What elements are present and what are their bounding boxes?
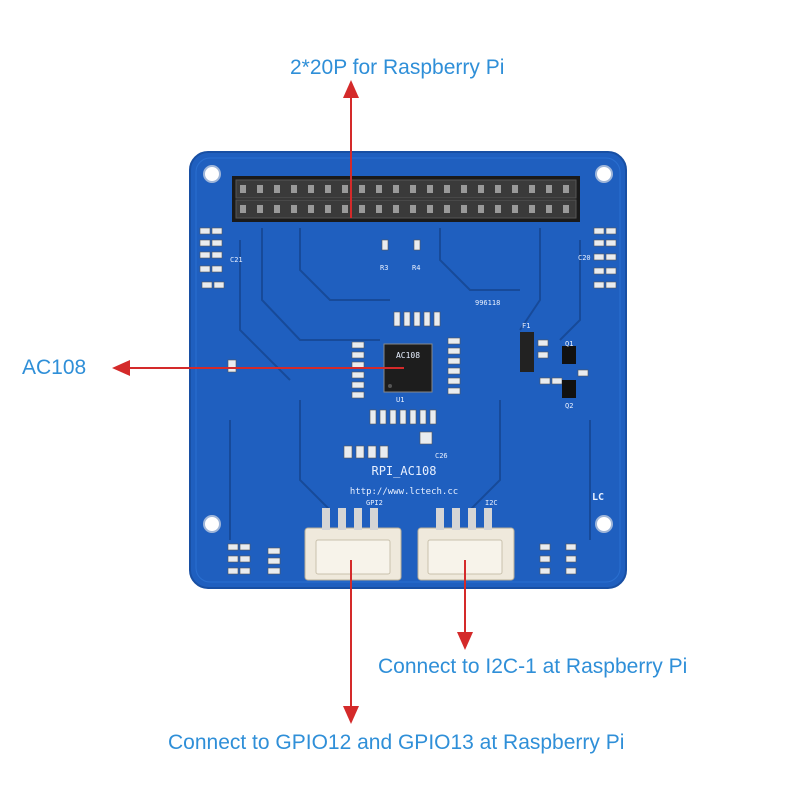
smd-components: [199, 227, 617, 575]
ref-c20: C20: [578, 254, 591, 262]
header-pin: [512, 205, 518, 213]
header-pin: [529, 185, 535, 193]
header-pin: [546, 205, 552, 213]
header-pin: [291, 205, 297, 213]
header-pin: [461, 205, 467, 213]
chip-marking: AC108: [396, 351, 420, 360]
header-pin: [342, 185, 348, 193]
header-callout-label: 2*20P for Raspberry Pi: [290, 56, 505, 79]
mounting-holes: [203, 165, 613, 533]
board-code: 996118: [475, 299, 500, 307]
fuse-and-transistors: [520, 332, 576, 398]
header-pin: [512, 185, 518, 193]
header-pin: [444, 185, 450, 193]
i2c-connector: [417, 508, 515, 581]
header-pin: [529, 205, 535, 213]
header-pin: [325, 185, 331, 193]
ref-c26: C26: [435, 452, 448, 460]
gpio-connector: [304, 508, 402, 581]
header-pin: [495, 185, 501, 193]
header-pin: [563, 185, 569, 193]
i2c-callout-label: Connect to I2C-1 at Raspberry Pi: [378, 655, 688, 678]
header-pin: [563, 205, 569, 213]
header-pin: [359, 185, 365, 193]
header-pin: [376, 185, 382, 193]
pcb-traces: [229, 228, 591, 540]
pcb-board-edge: [195, 157, 621, 583]
gpio-callout-label: Connect to GPIO12 and GPIO13 at Raspberr…: [168, 731, 625, 754]
header-pin: [274, 205, 280, 213]
i2c-connector-label: I2C: [485, 499, 498, 507]
header-pin: [393, 205, 399, 213]
header-pin: [410, 185, 416, 193]
header-pin: [308, 205, 314, 213]
header-pin: [274, 185, 280, 193]
header-pin: [240, 205, 246, 213]
gpio-pin-header: [232, 176, 580, 222]
chip-callout-label: AC108: [22, 356, 87, 379]
header-pin: [478, 205, 484, 213]
ref-q2: Q2: [565, 402, 573, 410]
header-pin: [495, 205, 501, 213]
header-pin: [427, 185, 433, 193]
header-pin: [461, 185, 467, 193]
board-url: http://www.lctech.cc: [350, 487, 458, 497]
header-pin: [325, 205, 331, 213]
header-pin: [342, 205, 348, 213]
ref-r4: R4: [412, 264, 420, 272]
header-pin: [427, 205, 433, 213]
header-pin: [257, 205, 263, 213]
header-pin: [257, 185, 263, 193]
header-pin: [359, 205, 365, 213]
board-logo: LC: [592, 492, 604, 503]
header-pin: [308, 185, 314, 193]
ref-c21: C21: [230, 256, 243, 264]
ref-r3: R3: [380, 264, 388, 272]
ref-q1: Q1: [565, 340, 573, 348]
ref-u1: U1: [396, 396, 404, 404]
header-pin: [393, 185, 399, 193]
header-pin: [478, 185, 484, 193]
header-pin: [291, 185, 297, 193]
header-pin: [376, 205, 382, 213]
board-name: RPI_AC108: [371, 464, 436, 478]
header-pin: [410, 205, 416, 213]
gpio-connector-label: GPI2: [366, 499, 383, 507]
ref-f1: F1: [522, 322, 530, 330]
header-pin: [240, 185, 246, 193]
header-pin: [546, 185, 552, 193]
header-pin: [444, 205, 450, 213]
